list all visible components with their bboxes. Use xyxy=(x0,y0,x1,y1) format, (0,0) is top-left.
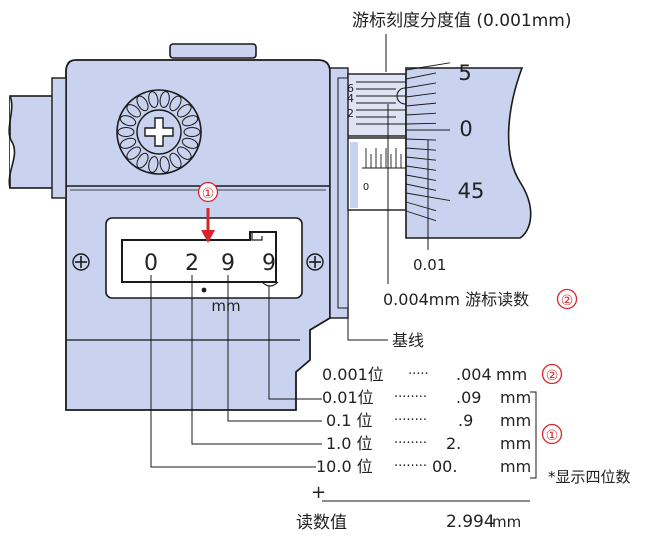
ratchet-knob xyxy=(116,89,202,175)
row-value: .004 xyxy=(456,365,492,384)
row-value: 00. xyxy=(432,457,457,476)
counter-digit: 9 xyxy=(221,251,235,276)
sleeve xyxy=(347,73,407,211)
row-dots: ········ xyxy=(394,413,427,428)
row-unit: mm xyxy=(500,457,531,476)
vernier-number: 2 xyxy=(347,107,354,120)
sleeve-number: 0 xyxy=(363,182,369,193)
digit-leaders xyxy=(150,275,322,468)
screw-icon-right xyxy=(306,253,324,271)
row-place: 0.01位 xyxy=(322,388,374,407)
bracket-1: ① xyxy=(530,391,563,479)
plus-sign: + xyxy=(311,482,326,503)
reading-label: 读数值 xyxy=(296,513,347,533)
breakdown-table: 0.001位 ····· .004 mm ② 0.01位 ········ .0… xyxy=(316,363,563,476)
marker-2-label: ② xyxy=(561,293,574,309)
reading-value: 2.994 xyxy=(446,512,495,532)
thimble-number: 5 xyxy=(458,61,471,85)
marker-1-label: ① xyxy=(202,186,215,202)
row-place: 0.1 位 xyxy=(326,411,373,430)
thimble-scale xyxy=(405,62,451,222)
sleeve-frame xyxy=(329,67,349,319)
vernier-number: 6 xyxy=(347,82,354,95)
row-dots: ········ xyxy=(394,459,427,474)
display-note: *显示四位数 xyxy=(548,468,631,486)
vernier-number: 4 xyxy=(347,92,354,105)
row-dots: ····· xyxy=(408,367,429,382)
screw-icon-left xyxy=(72,253,90,271)
counter-digit: 2 xyxy=(185,251,199,276)
row-dots: ········ xyxy=(394,436,427,451)
sleeve-scale xyxy=(362,148,406,169)
counter-window xyxy=(105,217,303,299)
row-place: 1.0 位 xyxy=(326,434,373,453)
marker-1-top: ① xyxy=(197,181,219,243)
row-marker: ② xyxy=(546,368,559,384)
vernier-scale xyxy=(356,81,406,125)
row-dots: ········ xyxy=(394,390,427,405)
row-unit: mm xyxy=(500,434,531,453)
counter-unit: mm xyxy=(211,297,240,315)
thimble-number: 45 xyxy=(458,179,485,203)
vernier-value-label: 游标刻度分度值 (0.001mm) xyxy=(352,11,571,31)
row-place: 0.001位 xyxy=(322,365,384,384)
vernier-reading-label: 0.004mm 游标读数 xyxy=(383,290,529,309)
thimble-value-label: 0.01 xyxy=(413,256,446,274)
counter-digit: 9 xyxy=(262,251,276,276)
row-unit: mm xyxy=(500,411,531,430)
row-unit: mm xyxy=(496,365,527,384)
counter-digit: 0 xyxy=(144,251,158,276)
thimble xyxy=(405,67,532,239)
reading-unit: mm xyxy=(492,513,521,531)
counter-digits: 0 2 9 9 xyxy=(144,251,276,276)
row-place: 10.0 位 xyxy=(316,457,373,476)
row-value: .9 xyxy=(458,411,473,430)
baseline-label: 基线 xyxy=(392,331,424,350)
row-value: 2. xyxy=(446,434,461,453)
row-unit: mm xyxy=(500,388,531,407)
row-value: .09 xyxy=(456,388,481,407)
bracket-marker: ① xyxy=(546,428,559,444)
thimble-number: 0 xyxy=(459,117,472,141)
